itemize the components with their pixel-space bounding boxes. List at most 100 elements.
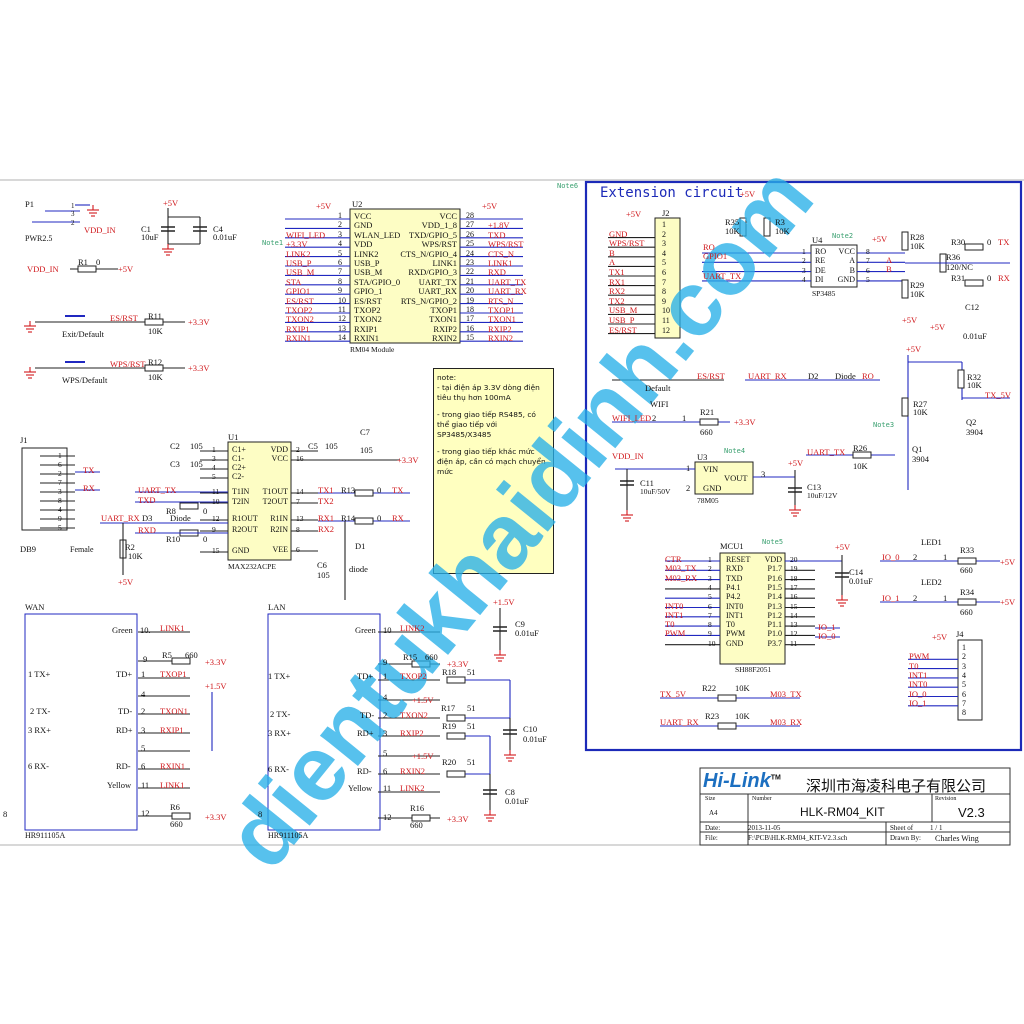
u1-d3v-label: Diode	[170, 513, 191, 523]
ext-j4-nums-4-label: 5	[962, 680, 966, 690]
ext-reg-c11-label: C11	[640, 478, 654, 488]
ext-mcu-lnets-8-label: PWM	[665, 628, 686, 639]
ext-j2-nums-4-label: 5	[662, 258, 666, 268]
ext-mcu-ref-label: MCU1	[720, 541, 744, 551]
u2-right-pins-4-label: CTS_N/GPIO_4	[400, 248, 457, 259]
lan-n3-label: 3	[383, 728, 388, 738]
ext-j2-nets-6-label: RX2	[609, 286, 626, 297]
wan-tdp-label: TD+	[116, 669, 133, 679]
u2-right-nets-8-label: UART_RX	[488, 286, 527, 297]
ext-j4-nets-2-label: INT1	[909, 669, 928, 680]
wan-r6v-label: 660	[170, 819, 183, 829]
resistor-icon	[964, 243, 984, 251]
u2-right-nets-7-label: UART_TX	[488, 276, 527, 287]
u1-v33-label: +3.3V	[397, 455, 419, 465]
ext-rs485-lnums-3-label: 4	[802, 274, 806, 284]
power-pin3-label: 3	[71, 210, 75, 218]
ext-rs485-r30-label: R30	[951, 237, 966, 247]
ext-res-m03rx-label: M03_RX	[770, 717, 803, 727]
u1-right-pins-4-label: R1IN	[270, 514, 288, 523]
u2-module-body	[349, 208, 461, 344]
ext-mcu-io1-label: IO_1	[818, 622, 836, 632]
u2-left-pins-13-label: RXIN1	[354, 333, 380, 344]
ext-rs485-rnums-3-label: 5	[866, 274, 870, 284]
titleblock-number-l-label: Number	[752, 796, 772, 802]
titleblock-file-label: F:\PCB\HLK-RM04_KIT-V2.3.sch	[748, 834, 848, 842]
lan-n5-label: 5	[383, 748, 388, 758]
lan-n2-label: 2	[383, 710, 388, 720]
u2-left-nets-4-label: LINK2	[286, 248, 311, 259]
j1-female-label: Female	[70, 545, 94, 554]
lan-r17-label: R17	[441, 703, 456, 713]
ext-leds-io1-label: IO_1	[882, 593, 900, 603]
ext-mcu-rpins-9-label: P3.7	[767, 638, 782, 648]
ext-rs485-lpins-3-label: DI	[815, 274, 824, 284]
resistor-icon	[739, 217, 747, 237]
ext-mcu-p5v-label: +5V	[835, 542, 851, 552]
wan-tdm-label: TD-	[118, 706, 133, 716]
ext-j2-nets-8-label: USB_M	[609, 305, 638, 316]
u2-left-nums-2-label: 3	[338, 229, 342, 239]
ext-rs485-rpins-1-label: A	[849, 256, 855, 266]
ext-misc-uart-rx-label: UART_RX	[748, 371, 787, 381]
ext-j4-nums-3-label: 4	[962, 670, 966, 680]
ext-leds-r34-label: R34	[960, 587, 975, 597]
wan-n12-label: 12	[141, 808, 150, 818]
titleblock-size-l-label: Size	[705, 796, 716, 802]
j1-pins-1-label: 6	[58, 460, 62, 469]
wan-r6-label: R6	[170, 802, 180, 812]
u2-left-pins-7-label: STA/GPIO_0	[354, 276, 401, 287]
u2-right-pins-2-label: TXD/GPIO_5	[408, 229, 457, 240]
ext-mcu-lpins-7-label: T0	[726, 620, 735, 630]
ext-rs485-lnums-2-label: 3	[802, 265, 806, 275]
ext-rs485-rnums-2-label: 6	[866, 265, 870, 275]
j1-rx-label: RX	[83, 483, 95, 493]
resistor-icon	[446, 732, 466, 740]
ext-rs485-u4-label: U4	[812, 235, 823, 245]
u2-right-nets-12-label: RXIP2	[488, 323, 512, 334]
resistor-icon	[171, 657, 191, 665]
wan-txop1-label: TXOP1	[160, 669, 187, 679]
lan-n4-label: 4	[383, 692, 388, 702]
ext-level-q2-label: Q2	[966, 417, 977, 427]
resistor-icon	[354, 517, 374, 525]
u2-p5v-l-label: +5V	[316, 201, 332, 211]
lan-r18-label: R18	[442, 667, 457, 677]
lan-rxip2-label: RXIP2	[400, 728, 424, 738]
resistor-icon	[77, 265, 97, 273]
wan-r5v-label: 660	[185, 650, 198, 660]
ext-rs485-tx-label: TX	[998, 237, 1010, 247]
u2-left-pins-11-label: TXON2	[354, 314, 382, 325]
ext-reg-part-label: 78M05	[697, 496, 719, 505]
buttons-exit-label: Exit/Default	[62, 329, 105, 339]
ext-j4-nets-3-label: INT0	[909, 679, 928, 690]
lan-c10v-label: 0.01uF	[523, 734, 547, 744]
ext-reg-n1-label: 1	[686, 463, 691, 473]
u1-r13v-label: 0	[377, 485, 382, 495]
ext-misc-default-label: Default	[645, 383, 671, 393]
ext-leds-a2-label: 2	[913, 552, 918, 562]
ext-j4-nets-4-label: IO_0	[909, 688, 927, 699]
u1-right-pins-0-label: VDD	[270, 445, 288, 454]
wan-edge-label: 8	[3, 809, 8, 819]
power-c1v-label: 10uF	[141, 232, 159, 242]
wan-link1b-label: LINK1	[160, 780, 185, 790]
lan-c10-label: C10	[523, 724, 538, 734]
resistor-icon	[964, 279, 984, 287]
titleblock-rev-l-label: Revision	[935, 796, 957, 802]
ext-rs485-rpins-0-label: VCC	[838, 247, 855, 256]
u1-left-pins-1-label: C1-	[232, 454, 244, 463]
ext-rs485-r31-label: R31	[951, 273, 966, 283]
ext-j2-nums-6-label: 7	[662, 277, 666, 287]
ext-level-q2v-label: 3904	[966, 427, 983, 437]
ext-j2-nums-0-label: 1	[662, 220, 666, 229]
ext-leds-b1-label: 1	[943, 593, 948, 603]
ext-reg-n2-label: 2	[686, 483, 691, 493]
ext-res-m03tx-label: M03_TX	[770, 689, 802, 699]
ext-j2-nums-11-label: 12	[662, 325, 670, 335]
u2-right-nets-9-label: RTS_N	[488, 295, 514, 306]
wan-rxip1-label: RXIP1	[160, 725, 184, 735]
power-vdd-in2-label: VDD_IN	[27, 264, 59, 274]
wan-txm-label: 2 TX-	[30, 706, 51, 716]
j1-pins-4-label: 3	[58, 487, 62, 496]
